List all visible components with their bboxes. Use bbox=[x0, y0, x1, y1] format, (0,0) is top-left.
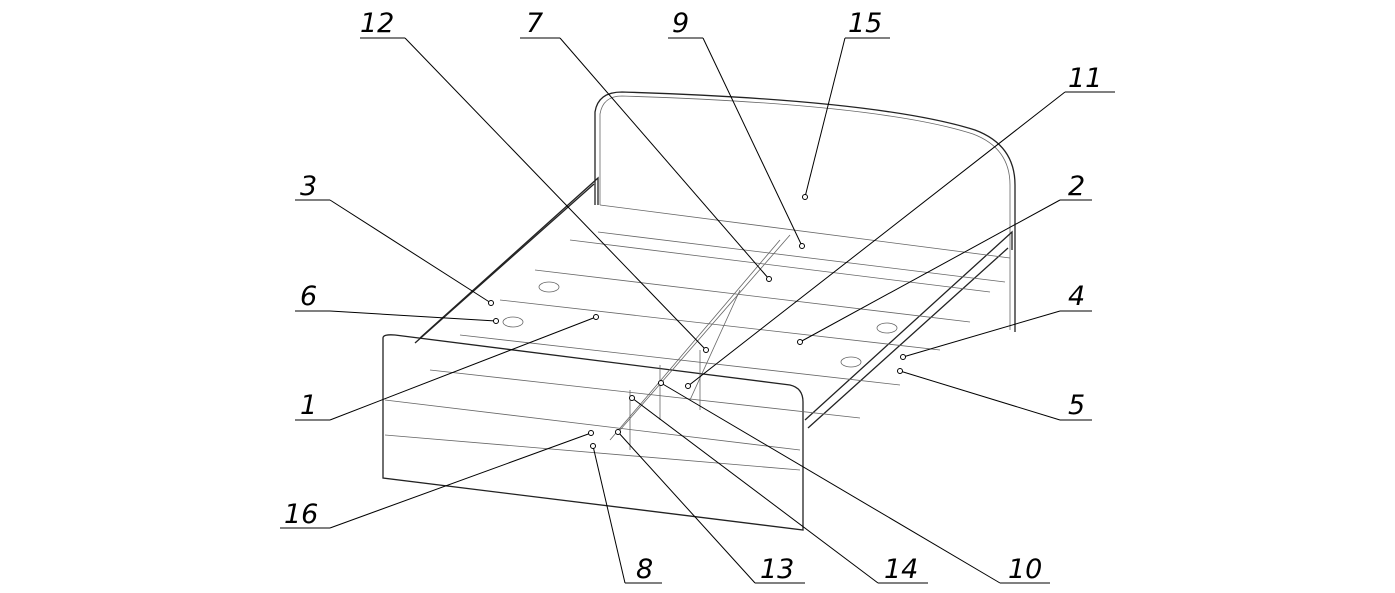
callout-label: 10 bbox=[1008, 554, 1042, 585]
callout-label: 15 bbox=[848, 8, 882, 39]
callout-label: 4 bbox=[1068, 281, 1085, 312]
callout-6: 6 bbox=[295, 281, 499, 324]
headboard bbox=[594, 91, 1016, 332]
callout-label: 13 bbox=[760, 554, 794, 585]
callout-8: 8 bbox=[590, 443, 662, 585]
footboard bbox=[382, 334, 804, 531]
callout-label: 5 bbox=[1068, 390, 1085, 421]
callout-label: 6 bbox=[300, 281, 317, 312]
callout-label: 2 bbox=[1068, 171, 1085, 202]
callout-13: 13 bbox=[615, 429, 805, 585]
callout-label: 9 bbox=[672, 8, 689, 39]
holes bbox=[502, 281, 898, 368]
callout-7: 7 bbox=[520, 8, 772, 282]
callout-label: 11 bbox=[1068, 63, 1102, 94]
callout-label: 7 bbox=[526, 8, 543, 39]
callout-label: 3 bbox=[300, 171, 317, 202]
callout-16: 16 bbox=[280, 430, 594, 530]
callout-label: 1 bbox=[300, 390, 317, 421]
callout-12: 12 bbox=[360, 8, 709, 353]
callout-2: 2 bbox=[797, 171, 1092, 345]
callout-10: 10 bbox=[658, 380, 1050, 585]
callout-5: 5 bbox=[897, 368, 1092, 421]
side-rails bbox=[384, 176, 1013, 471]
callout-9: 9 bbox=[668, 8, 805, 249]
callout-1: 1 bbox=[295, 314, 599, 421]
callout-14: 14 bbox=[629, 395, 928, 585]
callout-label: 12 bbox=[360, 8, 394, 39]
callout-11: 11 bbox=[685, 63, 1115, 389]
callout-4: 4 bbox=[900, 281, 1092, 360]
callout-label: 8 bbox=[636, 554, 653, 585]
callout-3: 3 bbox=[295, 171, 494, 306]
callout-label: 16 bbox=[284, 499, 318, 530]
callout-label: 14 bbox=[884, 554, 918, 585]
callout-15: 15 bbox=[802, 8, 890, 200]
